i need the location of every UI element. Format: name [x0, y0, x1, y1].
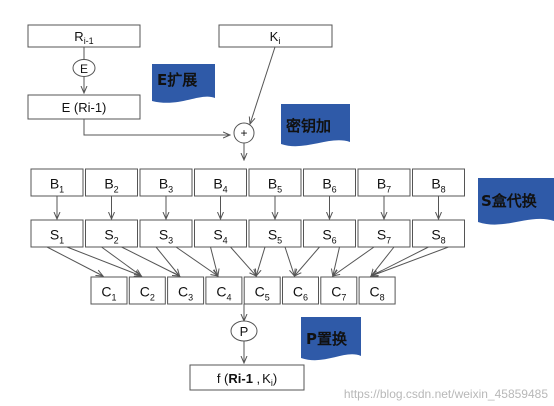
s-box-5: S5: [248, 219, 302, 248]
svg-text:f (Ri-1 ,Ki): f (Ri-1 ,Ki): [217, 371, 277, 388]
s-to-c-arrow-a-1: [46, 246, 103, 276]
s-box-3: S3: [139, 219, 193, 248]
svg-text:C4: C4: [216, 284, 231, 303]
b-block-7: B7: [357, 168, 411, 197]
svg-text:C3: C3: [178, 284, 193, 303]
svg-text:E (Ri-1): E (Ri-1): [62, 100, 107, 115]
b-block-4: B4: [194, 168, 247, 197]
svg-text:S2: S2: [104, 227, 118, 246]
s-box-7: S7: [357, 219, 411, 248]
s-box-4: S4: [194, 219, 247, 248]
svg-text:P置换: P置换: [306, 330, 348, 348]
c-block-3: C3: [167, 276, 205, 305]
s-box-1: S1: [30, 219, 84, 248]
s-box-8: S8: [412, 219, 465, 248]
svg-text:C2: C2: [140, 284, 155, 303]
svg-text:S4: S4: [213, 227, 227, 246]
svg-text:C5: C5: [255, 284, 270, 303]
svg-text:Ki: Ki: [270, 29, 281, 46]
svg-text:B1: B1: [50, 176, 64, 195]
b-block-1: B1: [30, 168, 84, 197]
s-to-c-arrow-b-3: [175, 246, 218, 276]
c-block-7: C7: [320, 276, 358, 305]
p-perm-flag: P置换: [301, 317, 361, 361]
e-output-box: E (Ri-1): [27, 94, 141, 120]
svg-text:B4: B4: [213, 176, 227, 195]
s-to-c-arrow-b-1: [66, 246, 141, 276]
svg-text:E扩展: E扩展: [157, 71, 197, 89]
svg-text:B6: B6: [322, 176, 336, 195]
s-to-c-arrow-a-2: [101, 246, 142, 276]
b-block-6: B6: [303, 168, 356, 197]
c-block-1: C1: [90, 276, 128, 305]
svg-text:C8: C8: [370, 284, 385, 303]
s-box-6: S6: [303, 219, 356, 248]
p-permutation-circle: P: [230, 320, 258, 342]
key-box: Ki: [218, 24, 333, 48]
svg-text:E: E: [80, 62, 88, 76]
b-block-2: B2: [85, 168, 138, 197]
c-block-5: C5: [243, 276, 281, 305]
e-expansion-circle: E: [72, 59, 96, 77]
b-block-5: B5: [248, 168, 302, 197]
s-to-c-arrow-a-5: [256, 246, 266, 276]
svg-text:S盒代换: S盒代换: [481, 192, 538, 210]
b-block-8: B8: [412, 168, 465, 197]
watermark: https://blog.csdn.net/weixin_45859485: [344, 387, 548, 401]
s-to-c-arrow-b-5: [284, 246, 295, 276]
svg-text:C1: C1: [101, 284, 116, 303]
s-to-c-arrow-a-4: [210, 246, 218, 276]
xor-circle: +: [233, 122, 255, 144]
svg-text:S6: S6: [322, 227, 336, 246]
s-to-c-arrow-a-6: [295, 246, 320, 276]
s-box-2: S2: [85, 219, 138, 248]
s-to-c-arrow-b-8: [371, 246, 449, 276]
svg-text:B2: B2: [104, 176, 118, 195]
svg-text:S5: S5: [268, 227, 282, 246]
key-add-flag: 密钥加: [281, 104, 350, 147]
b-block-3: B3: [139, 168, 193, 197]
svg-text:B7: B7: [377, 176, 391, 195]
svg-text:+: +: [240, 126, 247, 140]
s-to-c-arrow-b-4: [230, 246, 257, 276]
c-block-6: C6: [282, 276, 319, 305]
svg-text:Ri-1: Ri-1: [74, 29, 93, 46]
s-box-row: S1 S2 S3 S4 S5 S6 S7 S8: [30, 219, 465, 248]
c-block-4: C4: [205, 276, 243, 305]
svg-text:S7: S7: [377, 227, 391, 246]
svg-text:S1: S1: [50, 227, 64, 246]
c-block-8: C8: [358, 276, 396, 305]
svg-text:B3: B3: [159, 176, 173, 195]
svg-text:B5: B5: [268, 176, 282, 195]
r-prev-box: Ri-1: [27, 24, 141, 48]
svg-text:C7: C7: [331, 284, 346, 303]
s-to-c-arrow-a-8: [371, 246, 429, 276]
c-block-row: C1 C2 C3 C4 C5 C6 C7 C8: [90, 276, 396, 305]
s-to-c-arrow-a-3: [155, 246, 180, 276]
connector-lines: [46, 196, 449, 276]
s-to-c-arrow-a-7: [333, 246, 375, 276]
svg-text:B8: B8: [431, 176, 445, 195]
e-expansion-flag: E扩展: [152, 64, 215, 103]
svg-text:密钥加: 密钥加: [286, 117, 331, 135]
output-box: f (Ri-1 ,Ki): [189, 364, 305, 391]
b-block-row: B1 B2 B3 B4 B5 B6 B7 B8: [30, 168, 465, 197]
c-block-2: C2: [128, 276, 166, 305]
svg-text:C6: C6: [293, 284, 308, 303]
svg-text:S3: S3: [159, 227, 173, 246]
sbox-flag: S盒代换: [478, 178, 554, 225]
svg-text:P: P: [240, 324, 249, 339]
svg-text:S8: S8: [431, 227, 445, 246]
s-to-c-arrow-b-2: [121, 246, 180, 276]
